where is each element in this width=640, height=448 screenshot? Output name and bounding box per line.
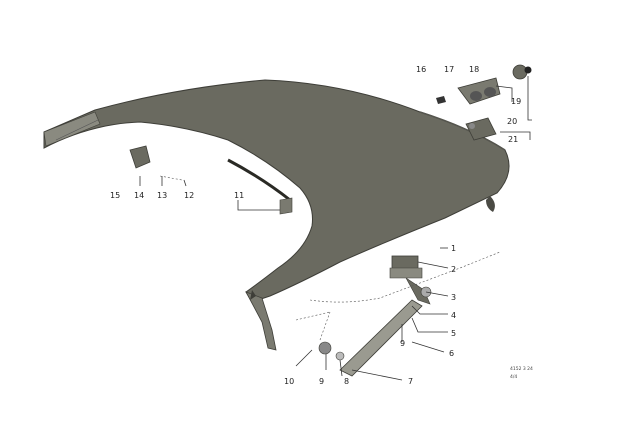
callout-6: 6 bbox=[449, 349, 454, 358]
callout-14: 14 bbox=[134, 191, 144, 200]
callout-7: 7 bbox=[408, 377, 413, 386]
callout-17: 17 bbox=[444, 65, 454, 74]
callout-1: 1 bbox=[451, 244, 456, 253]
hood-cover bbox=[43, 79, 510, 351]
callout-3: 3 bbox=[451, 293, 456, 302]
sheet-number: 4/4 bbox=[510, 374, 517, 380]
drawing-number: 4152 3 24 bbox=[510, 366, 533, 372]
callout-9b: 9 bbox=[400, 339, 405, 348]
callout-16: 16 bbox=[416, 65, 426, 74]
callout-10: 10 bbox=[284, 377, 294, 386]
callout-8: 8 bbox=[344, 377, 349, 386]
callout-11: 11 bbox=[234, 191, 244, 200]
callout-18: 18 bbox=[469, 65, 479, 74]
lock-parts bbox=[436, 64, 532, 141]
callout-4: 4 bbox=[451, 311, 456, 320]
callout-21: 21 bbox=[508, 135, 518, 144]
callout-12: 12 bbox=[184, 191, 194, 200]
callout-5: 5 bbox=[451, 329, 456, 338]
callout-13: 13 bbox=[157, 191, 167, 200]
callout-15: 15 bbox=[110, 191, 120, 200]
callout-20: 20 bbox=[507, 117, 517, 126]
callout-2: 2 bbox=[451, 265, 456, 274]
latch-parts bbox=[129, 145, 293, 215]
callout-19: 19 bbox=[511, 97, 521, 106]
callout-9: 9 bbox=[319, 377, 324, 386]
leader-lines bbox=[139, 76, 532, 381]
hinge-assembly bbox=[295, 251, 501, 377]
